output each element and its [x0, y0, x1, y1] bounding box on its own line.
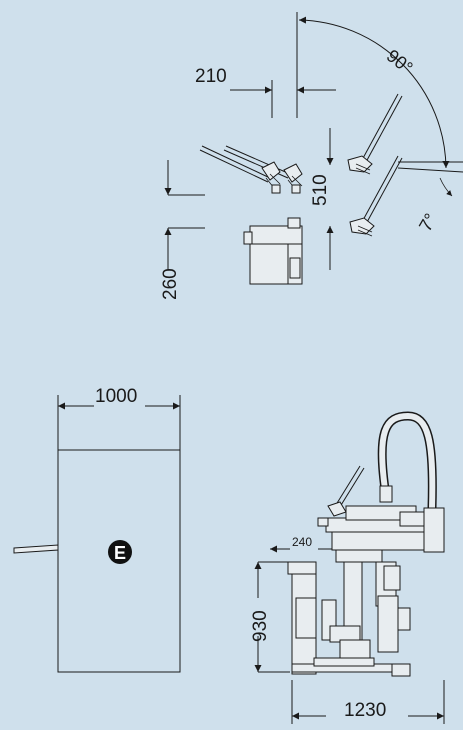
dim-label-240: 240: [292, 535, 312, 549]
floor-arm: [13, 544, 59, 554]
dim-label-510: 510: [310, 174, 331, 206]
dim-label-930: 930: [250, 610, 271, 642]
base-unit-top-view: [243, 217, 303, 285]
dimension-90deg: 90°: [298, 16, 450, 169]
arm-assembly-right: [347, 93, 403, 237]
dimension-7deg: 7°: [397, 161, 463, 235]
arm-assembly-left: [199, 145, 303, 194]
side-view: 240 930 1230: [250, 411, 445, 724]
dimension-510: 510: [310, 128, 334, 270]
dim-label-7deg: 7°: [415, 210, 441, 235]
dimension-1000: 1000: [57, 386, 181, 450]
top-view: 210 90° 7° 510 260: [160, 12, 463, 300]
floor-plan-view: 1000 E: [13, 386, 181, 673]
dim-label-260: 260: [160, 268, 181, 300]
marker-e: E: [108, 540, 132, 564]
marker-e-label: E: [114, 543, 126, 563]
dimension-210: 210: [195, 12, 336, 118]
dim-label-1000: 1000: [95, 386, 137, 407]
dim-label-1230: 1230: [344, 700, 386, 721]
dimension-240: 240: [270, 535, 336, 553]
dimension-1230: 1230: [291, 680, 445, 724]
dim-label-90deg: 90°: [383, 46, 417, 79]
dimension-930: 930: [250, 561, 290, 673]
dim-label-210: 210: [195, 66, 227, 87]
dimension-260: 260: [160, 160, 205, 300]
